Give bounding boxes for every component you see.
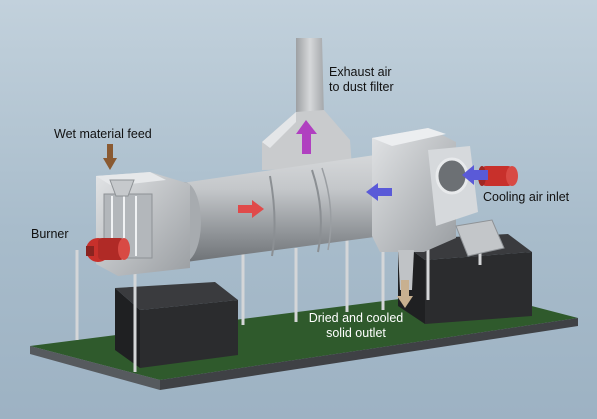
wet-material-feed-label: Wet material feed xyxy=(54,127,152,141)
cooler-housing xyxy=(372,128,505,290)
cooling-air-arrow-drum xyxy=(366,183,392,201)
exhaust-air-label-line1: Exhaust air xyxy=(329,65,392,79)
exhaust-arrow xyxy=(296,120,317,154)
dried-cooled-outlet-label-line2: solid outlet xyxy=(326,326,386,340)
burner xyxy=(86,238,130,262)
feed-arrow xyxy=(103,144,117,170)
cooling-air-inlet-label: Cooling air inlet xyxy=(483,190,570,204)
burner-housing xyxy=(96,172,190,276)
hot-gas-arrow xyxy=(238,200,264,218)
exhaust-air-label: Exhaust air to dust filter xyxy=(329,65,394,95)
outlet-arrow xyxy=(397,280,413,308)
cooling-air-arrow-inlet xyxy=(462,165,488,185)
dried-cooled-outlet-label-line1: Dried and cooled xyxy=(308,311,404,325)
burner-label: Burner xyxy=(31,227,69,241)
dried-cooled-outlet-label: Dried and cooled solid outlet xyxy=(300,311,412,341)
exhaust-air-label-line2: to dust filter xyxy=(329,80,394,94)
left-support-block xyxy=(115,282,238,368)
